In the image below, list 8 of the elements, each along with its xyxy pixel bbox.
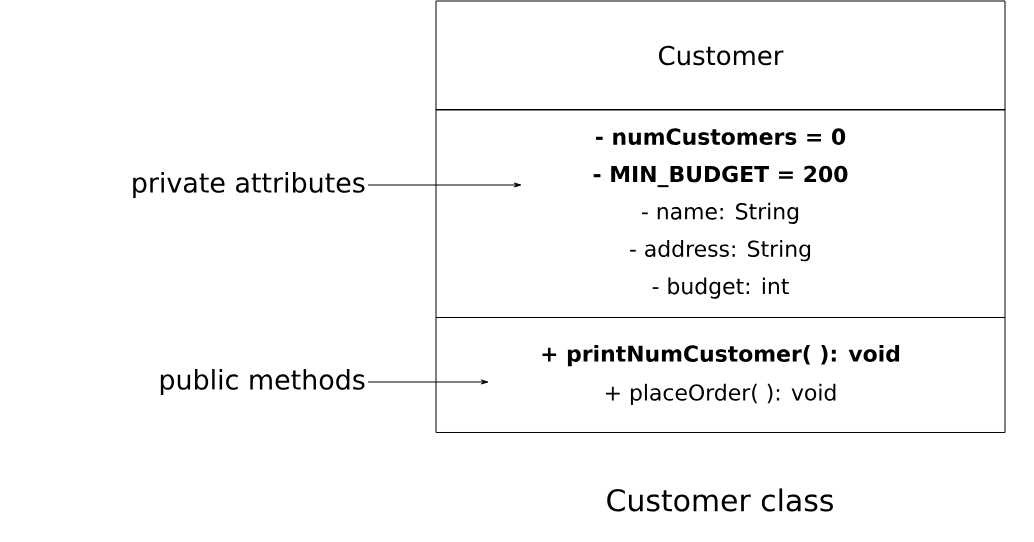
attributes-compartment: - numCustomers = 0 - MIN_BUDGET = 200 - name: String - address: String - budget: int — [435, 109, 1006, 318]
methods-compartment: + printNumCustomer( ): void + placeOrder( ): void — [435, 317, 1006, 433]
arrow — [367, 182, 522, 188]
annotation-label: private attributes — [133, 172, 365, 198]
caption: Customer class — [607, 488, 833, 512]
class-name-compartment: Customer — [435, 0, 1006, 111]
annotation-label: public methods — [160, 369, 365, 395]
arrow — [367, 379, 489, 385]
